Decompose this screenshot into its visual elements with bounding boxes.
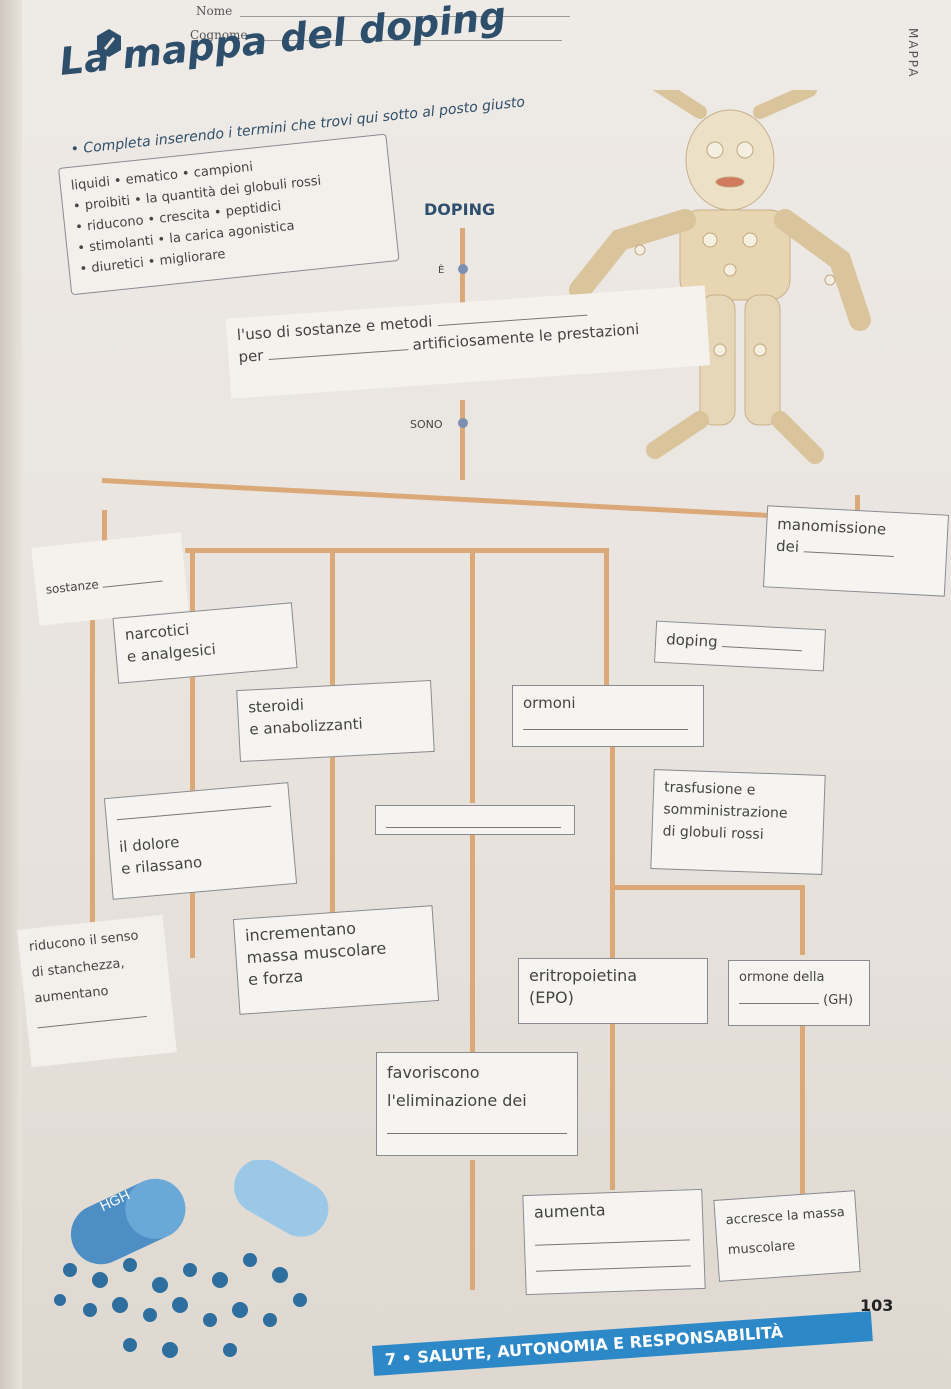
manomissione-box: manomissione dei: [762, 505, 950, 597]
doping-method-label: doping: [665, 630, 719, 651]
gh-line2: (GH): [823, 993, 854, 1008]
ormoni-box: ormoni: [512, 685, 704, 747]
doping-root-label: DOPING: [424, 200, 496, 219]
cognome-field-line[interactable]: [262, 40, 562, 41]
favoriscono-box: favoriscono l'eliminazione dei: [376, 1052, 578, 1156]
manomissione-line2: dei: [775, 536, 800, 557]
doping-method-box: doping: [654, 620, 826, 672]
hgh-capsule-icon: HGH: [54, 1160, 329, 1358]
blank-field[interactable]: [803, 537, 895, 557]
accresce-box: accresce la massa muscolare: [713, 1190, 861, 1282]
epo-line2: (EPO): [529, 988, 574, 1007]
connector-line: [460, 400, 465, 480]
blank-field[interactable]: [722, 632, 803, 652]
word-bank: liquidi • ematico • campioni • proibiti …: [58, 133, 400, 296]
connector-line: [330, 755, 335, 915]
sostanze-box: sostanze: [31, 532, 189, 626]
connector-line: [101, 478, 860, 523]
blank-field[interactable]: [387, 1119, 567, 1134]
trasfusione-line3: di globuli rossi: [662, 823, 764, 843]
connector-line: [800, 1025, 805, 1195]
connector-line: [610, 745, 615, 960]
gh-box: ormone della (GH): [728, 960, 870, 1026]
connector-e-label: È: [438, 265, 445, 276]
page-number: 103: [860, 1296, 894, 1315]
blank-field[interactable]: [386, 813, 561, 828]
favoriscono-line2: l'eliminazione dei: [387, 1091, 527, 1110]
blank-field[interactable]: [534, 1225, 690, 1246]
section-tab: MAPPA: [906, 28, 920, 79]
chapter-footer: 7 • SALUTE, AUTONOMIA E RESPONSABILITÀ: [372, 1311, 873, 1376]
nome-field-line[interactable]: [240, 16, 570, 17]
pill-figure-icon: [569, 90, 871, 464]
connector-line: [800, 885, 805, 955]
pencil-badge-icon: [97, 29, 121, 57]
nome-label: Nome: [196, 4, 233, 18]
connector-sono-label: SONO: [410, 418, 443, 431]
connector-line: [185, 548, 605, 553]
steroidi-box: steroidi e anabolizzanti: [236, 679, 435, 763]
connector-line: [470, 548, 475, 803]
page-title: La mappa del doping: [57, 0, 509, 85]
connector-dot: [458, 418, 468, 428]
connector-line: [190, 548, 195, 958]
blank-field[interactable]: [535, 1251, 691, 1272]
epo-box: eritropoietina (EPO): [518, 958, 708, 1024]
connector-line: [330, 548, 335, 688]
aumenta-box: aumenta: [522, 1188, 706, 1296]
connector-line: [610, 1020, 615, 1190]
gh-line1: ormone della: [739, 970, 825, 985]
favoriscono-line1: favoriscono: [387, 1063, 480, 1082]
aumenta-label: aumenta: [533, 1200, 606, 1222]
connector-line: [470, 835, 475, 1055]
connector-line: [470, 1160, 475, 1290]
riducono-box: riducono il senso di stanchezza, aumenta…: [17, 914, 177, 1068]
blank-field[interactable]: [523, 715, 688, 730]
connector-dot: [458, 264, 468, 274]
blank-box: [375, 805, 575, 835]
connector-line: [610, 885, 800, 890]
blank-field[interactable]: [739, 989, 819, 1004]
blank-field[interactable]: [101, 566, 163, 588]
connector-line: [604, 548, 609, 688]
narcotici-box: narcotici e analgesici: [112, 602, 298, 684]
epo-line1: eritropoietina: [529, 966, 638, 985]
trasfusione-box: trasfusione e somministrazione di globul…: [650, 769, 826, 875]
connector-line: [90, 590, 95, 930]
sostanze-label: sostanze: [45, 577, 100, 597]
definition-prefix: per: [237, 346, 264, 367]
blank-field[interactable]: [115, 791, 272, 821]
incrementano-box: incrementano massa muscolare e forza: [232, 905, 440, 1015]
ormoni-label: ormoni: [523, 694, 576, 712]
dolore-box: il dolore e rilassano: [103, 782, 298, 900]
page-binding-edge: [0, 0, 22, 1389]
cognome-label: Cognome: [190, 28, 248, 42]
